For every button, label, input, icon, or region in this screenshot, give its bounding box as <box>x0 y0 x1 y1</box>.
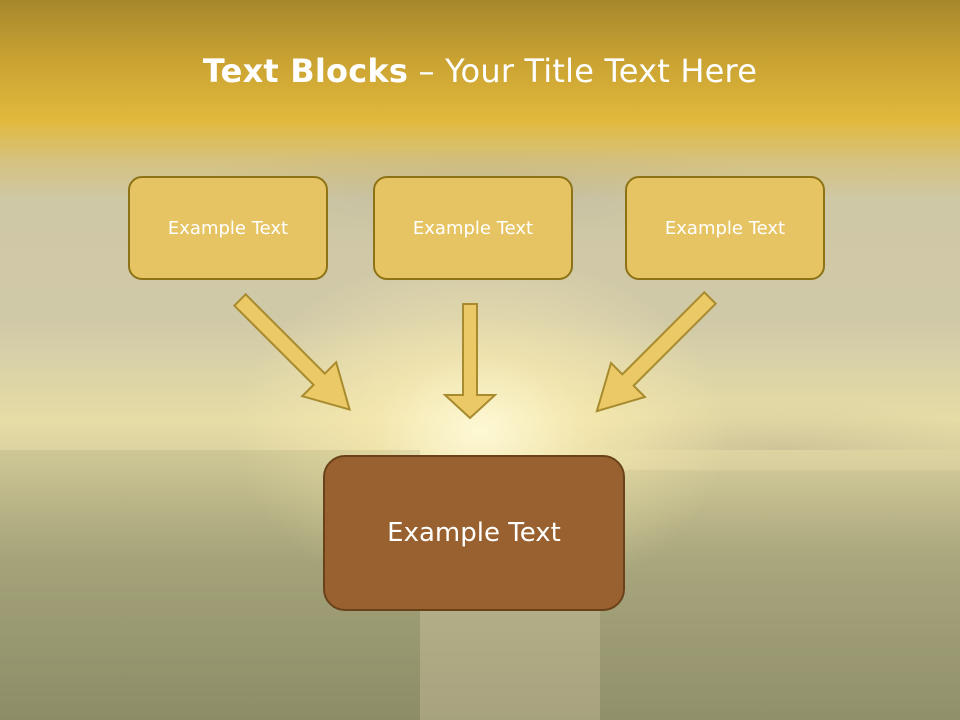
text-block-1[interactable]: Example Text <box>128 176 328 280</box>
main-text-block-label: Example Text <box>387 518 561 548</box>
arrow-center <box>442 303 498 420</box>
text-block-2[interactable]: Example Text <box>373 176 573 280</box>
main-text-block[interactable]: Example Text <box>323 455 625 611</box>
text-block-1-label: Example Text <box>167 217 289 239</box>
background-field-right <box>600 470 960 720</box>
arrow-right <box>595 290 718 413</box>
text-block-2-label: Example Text <box>412 217 534 239</box>
text-block-3-label: Example Text <box>664 217 786 239</box>
title-bold: Text Blocks <box>202 52 409 90</box>
title-dash: – <box>408 52 446 90</box>
slide-title: Text Blocks – Your Title Text Here <box>0 52 960 90</box>
text-block-3[interactable]: Example Text <box>625 176 825 280</box>
title-rest: Your Title Text Here <box>445 52 758 90</box>
arrow-left <box>232 292 352 412</box>
